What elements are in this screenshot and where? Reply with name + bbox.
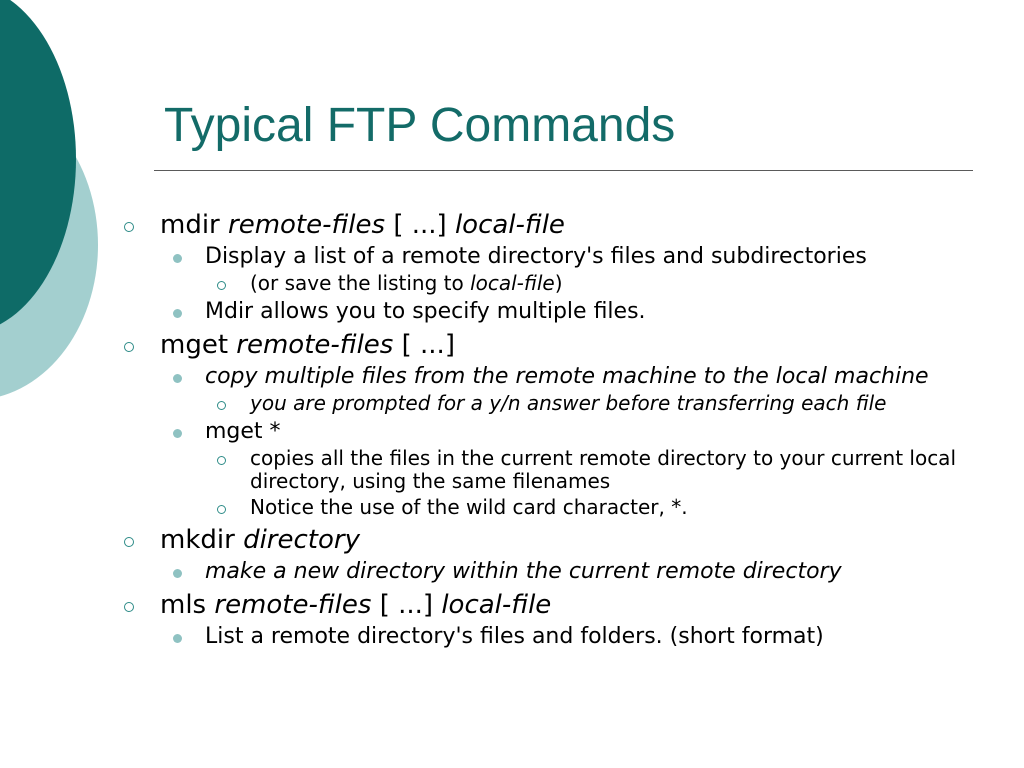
bullet-mget: mget remote-files [ ...] copy multiple f… [120, 330, 1000, 519]
title-divider [154, 170, 973, 171]
command-name: mget [160, 330, 229, 360]
command-arg: remote-files [236, 330, 394, 360]
command-arg: directory [243, 525, 360, 555]
sub-sub-bullet: you are prompted for a y/n answer before… [205, 392, 1000, 415]
filled-dot-icon-text: copy multiple files from the remote mach… [205, 364, 1000, 389]
command-arg: remote-files [228, 210, 386, 240]
hollow-circle-icon-text: Notice the use of the wild card characte… [250, 496, 1000, 519]
hollow-circle-icon-text: copies all the files in the current remo… [250, 447, 1000, 493]
command-arg: remote-files [214, 590, 372, 620]
text-italic: local-file [470, 271, 555, 295]
filled-dot-icon-text: make a new directory within the current … [205, 559, 1000, 584]
hollow-circle-icon-row: mls remote-files [ ...] local-file [160, 590, 1000, 620]
hollow-circle-icon-row: mdir remote-files [ ...] local-file [160, 210, 1000, 240]
filled-dot-icon-text: Display a list of a remote directory's f… [205, 244, 1000, 269]
sub-sub-bullet: copies all the files in the current remo… [205, 447, 1000, 493]
text-part: (or save the listing to [250, 271, 471, 295]
sub-bullet: Mdir allows you to specify multiple file… [160, 299, 1000, 324]
filled-dot-icon-text: List a remote directory's files and fold… [205, 624, 1000, 649]
hollow-circle-icon-row: mkdir directory [160, 525, 1000, 555]
command-name: mdir [160, 210, 220, 240]
sub-bullet: mget * copies all the files in the curre… [160, 419, 1000, 519]
sub-bullet: make a new directory within the current … [160, 559, 1000, 584]
hollow-circle-icon-text: you are prompted for a y/n answer before… [250, 392, 1000, 415]
command-arg: local-file [441, 590, 552, 620]
bullet-mdir: mdir remote-files [ ...] local-file Disp… [120, 210, 1000, 324]
hollow-circle-icon-text: (or save the listing to local-file) [250, 272, 1000, 295]
text-part: ) [554, 271, 563, 295]
slide-title: Typical FTP Commands [164, 99, 676, 152]
bullet-mkdir: mkdir directory make a new directory wit… [120, 525, 1000, 584]
command-mid: [ ...] [385, 210, 455, 240]
hollow-circle-icon-row: mget remote-files [ ...] [160, 330, 1000, 360]
filled-dot-icon-text: Mdir allows you to specify multiple file… [205, 299, 1000, 324]
bullet-mls: mls remote-files [ ...] local-file List … [120, 590, 1000, 649]
sub-sub-bullet: (or save the listing to local-file) [205, 272, 1000, 295]
command-mid: [ ...] [371, 590, 442, 620]
command-name: mkdir [160, 525, 235, 555]
sub-bullet: Display a list of a remote directory's f… [160, 244, 1000, 295]
sub-sub-bullet: Notice the use of the wild card characte… [205, 496, 1000, 519]
command-mid: [ ...] [393, 330, 455, 360]
command-arg: local-file [454, 210, 565, 240]
sub-bullet: copy multiple files from the remote mach… [160, 364, 1000, 415]
slide-content: mdir remote-files [ ...] local-file Disp… [120, 204, 1000, 649]
command-name: mls [160, 590, 207, 620]
sub-bullet: List a remote directory's files and fold… [160, 624, 1000, 649]
filled-dot-icon-text: mget * [205, 419, 1000, 444]
